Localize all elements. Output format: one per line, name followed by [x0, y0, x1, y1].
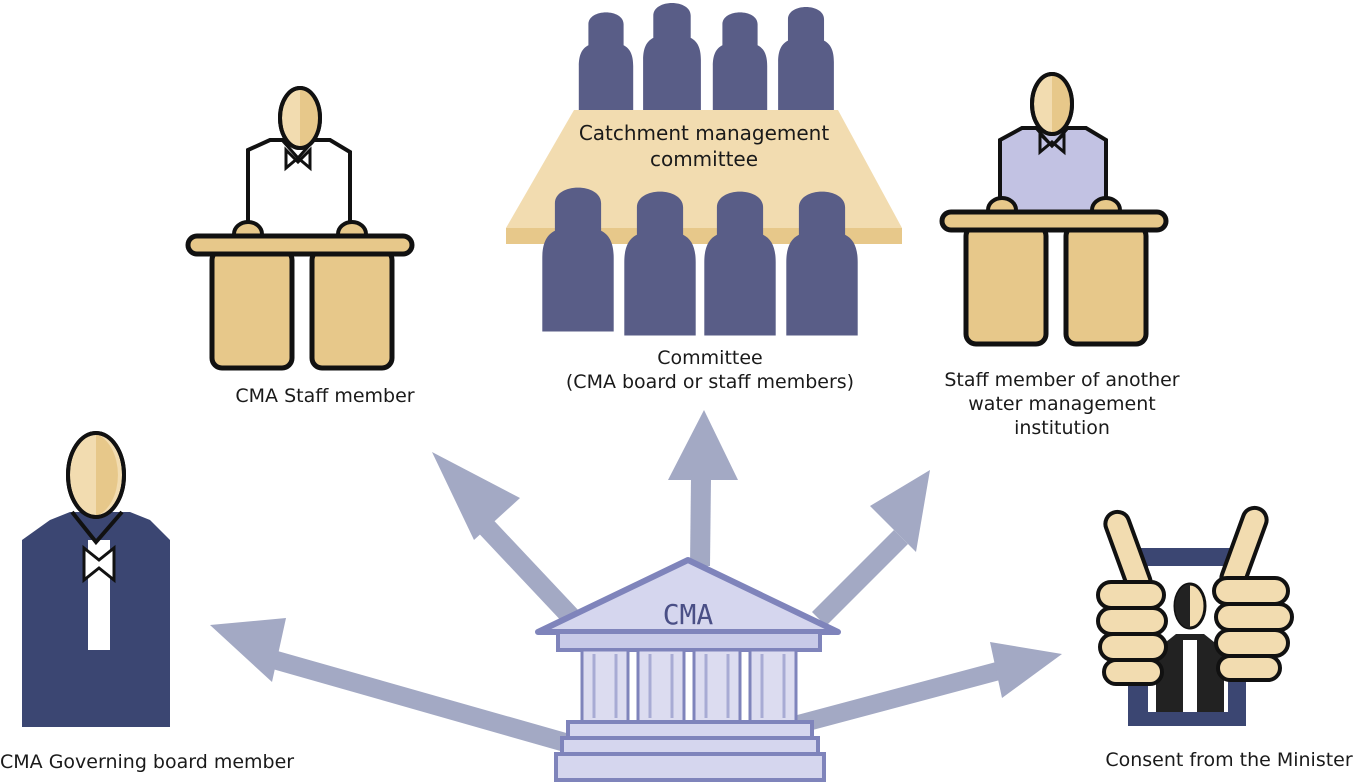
arrows — [210, 410, 1062, 756]
committee-back-row — [578, 3, 834, 122]
staff-member-label: CMA Staff member — [235, 385, 415, 407]
arrow-to-minister — [786, 642, 1062, 736]
arrow-to-committee — [668, 410, 738, 566]
committee-table-label-1: Catchment management — [579, 121, 830, 145]
minister-consent-figure — [1096, 505, 1294, 726]
building-columns — [580, 648, 798, 724]
other-institution-label: Staff member of another water management… — [944, 369, 1180, 439]
minister-label: Consent from the Minister — [1105, 749, 1353, 771]
governing-board-label: CMA Governing board member — [0, 751, 295, 773]
committee-figure — [506, 3, 902, 336]
committee-table-label-2: committee — [650, 147, 758, 171]
committee-label: Committee (CMA board or staff members) — [565, 347, 855, 393]
other-institution-staff-figure — [939, 72, 1169, 347]
right-hand-icon — [1212, 505, 1294, 682]
arrow-to-governing-board — [210, 618, 584, 756]
left-hand-icon — [1096, 509, 1168, 686]
arrow-to-staff — [432, 452, 580, 626]
cma-title: CMA — [663, 598, 714, 631]
arrow-to-other-institution — [812, 470, 930, 626]
cma-building: CMA — [535, 557, 841, 782]
staff-member-figure — [185, 86, 415, 371]
governing-board-member-figure — [22, 431, 170, 727]
